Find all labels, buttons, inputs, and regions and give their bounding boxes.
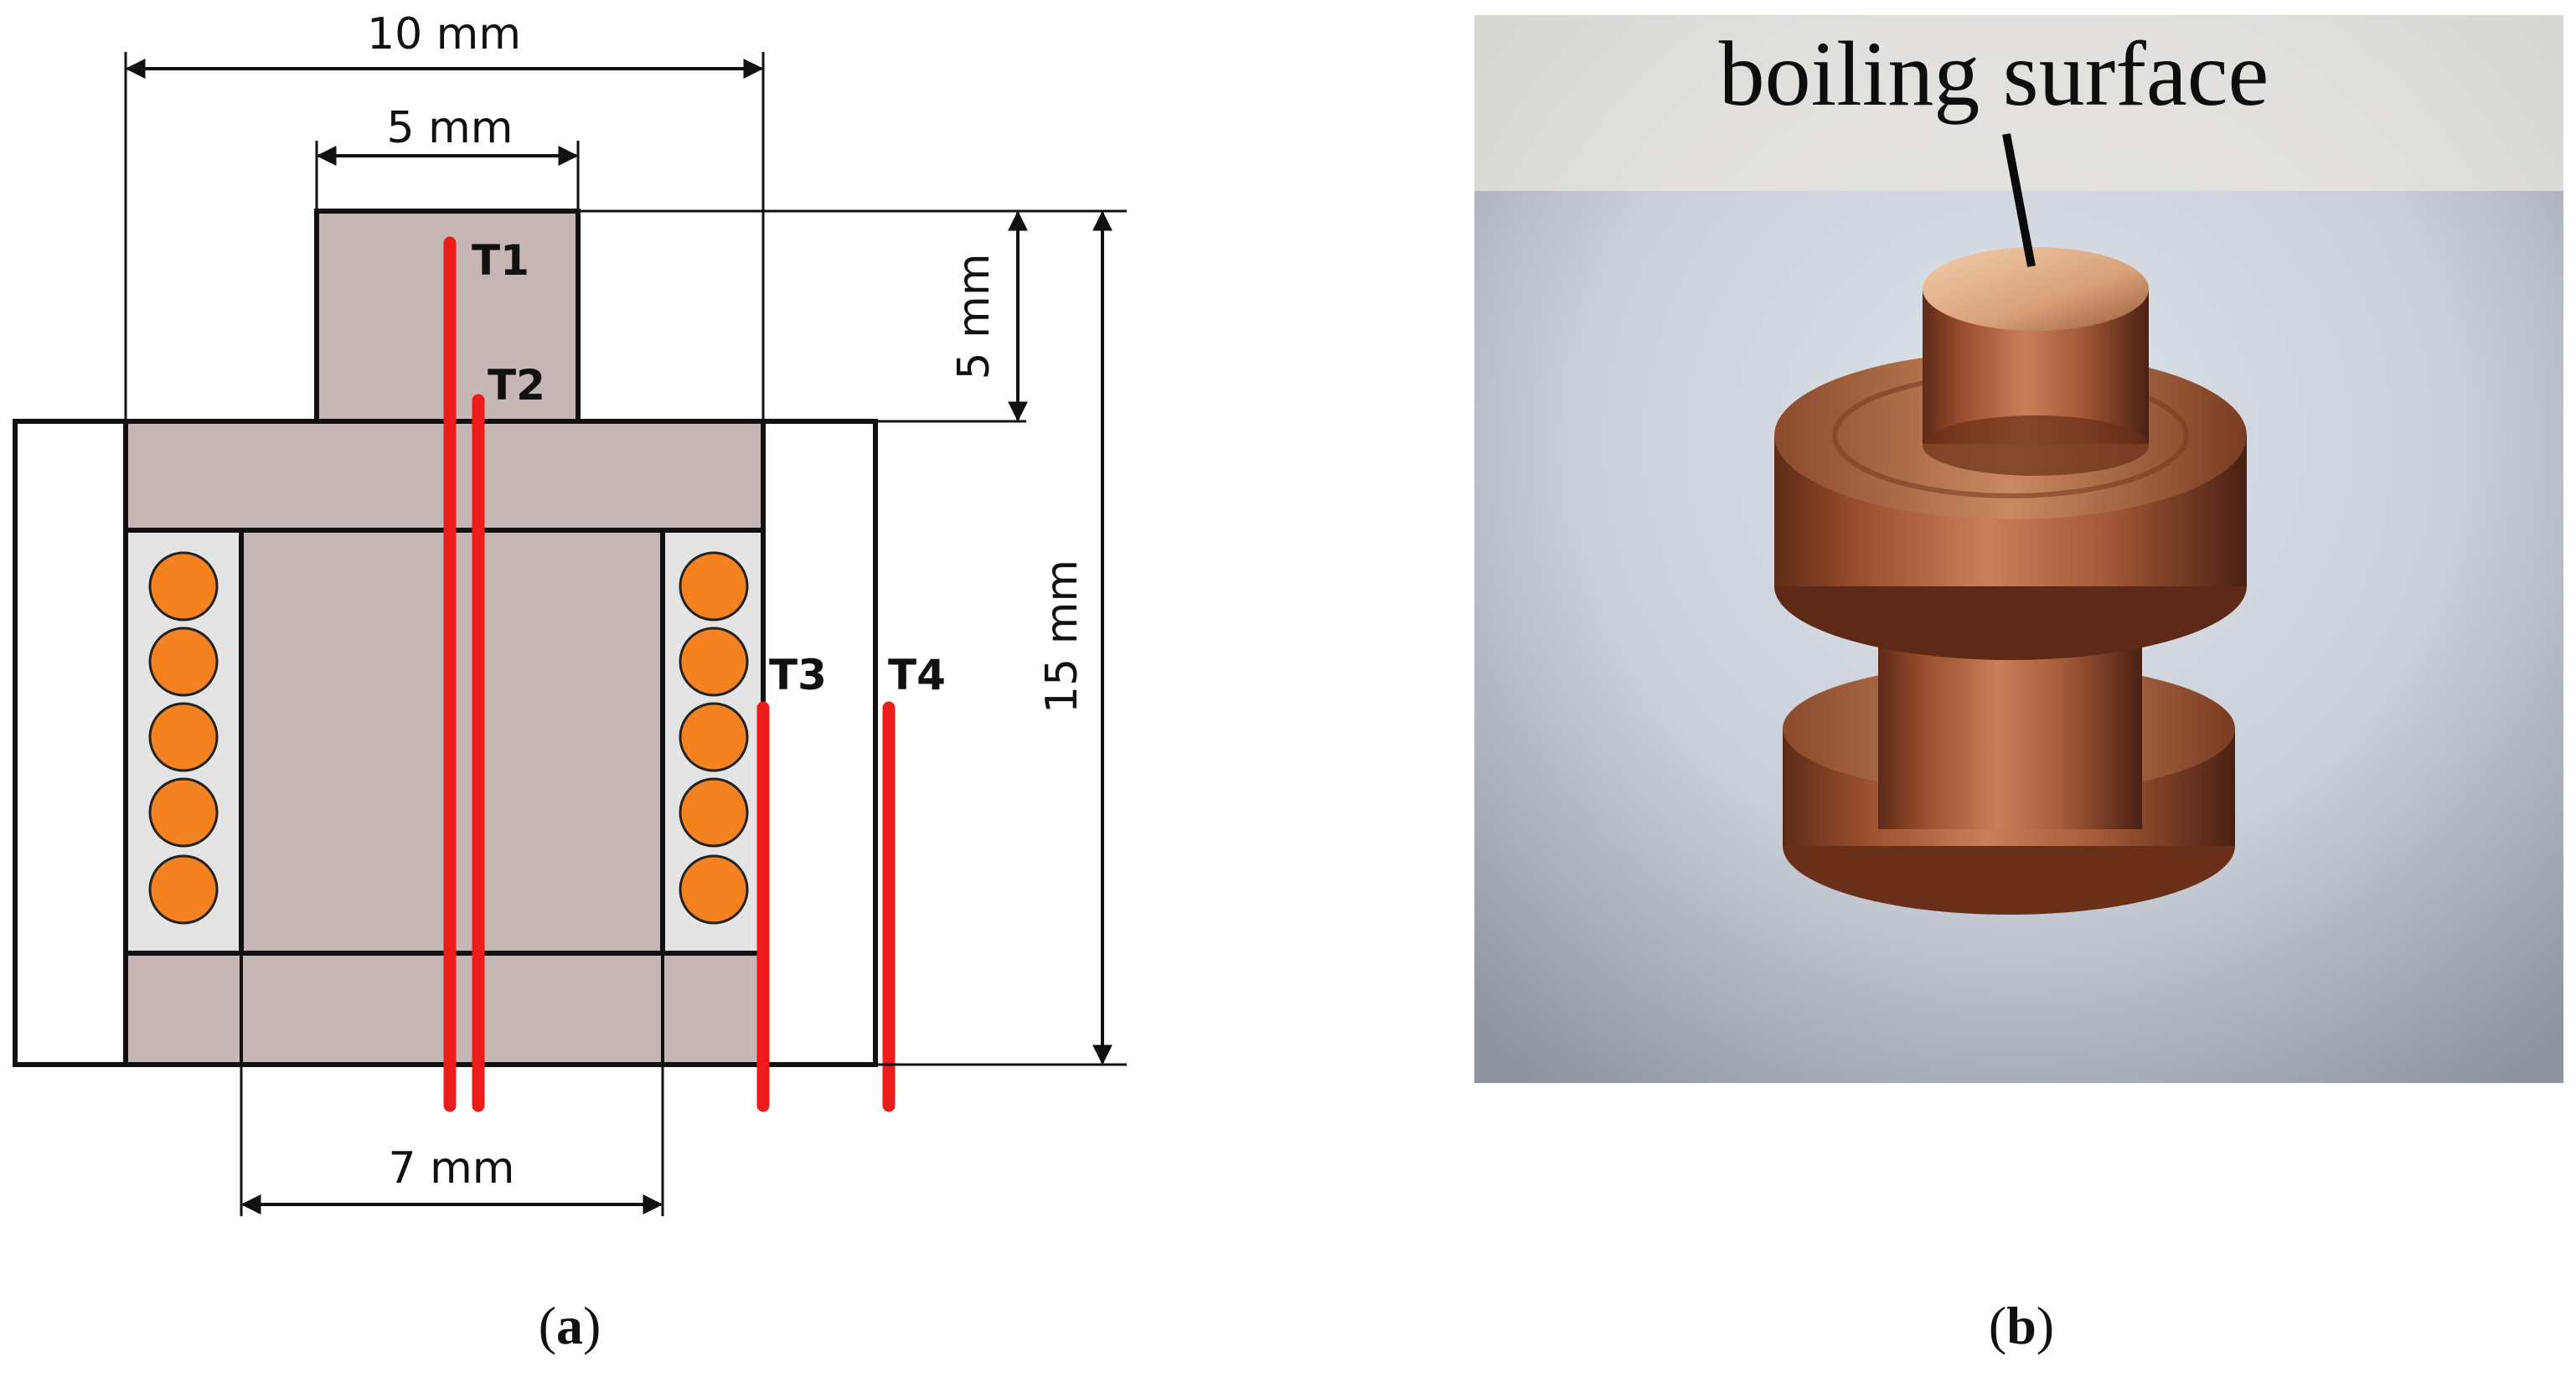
pillar-base-shadow [1923,415,2149,476]
heater-coil [679,854,749,925]
dimension-label-5mm-height: 5 mm [949,254,999,380]
thermocouple-t1-label: T1 [472,236,529,285]
dimension-label-7mm: 7 mm [389,1143,515,1194]
panel-b-photo: boiling surface (b) [1474,15,2563,1355]
heater-coil [148,551,219,621]
dimension-height-top: 5 mm [949,210,1028,422]
thermocouple-t2-label: T2 [488,361,545,410]
heater-coil [148,702,219,772]
heater-coil [679,777,749,848]
heater-coil [148,777,219,848]
caption-a: (a) [539,1296,601,1355]
heater-coil [679,702,749,772]
thermocouple-t4-label: T4 [888,651,946,699]
dimension-label-10mm: 10 mm [367,9,521,59]
dimension-width-outer: 10 mm [124,9,765,421]
heater-coil [679,551,749,621]
heater-coil [148,854,219,925]
photo-top-band [1474,15,2563,191]
thermocouple-t3-label: T3 [769,651,827,699]
heater-coil [148,627,219,697]
heater-coils-left [148,551,219,925]
boiling-surface-pointer [2002,133,2036,267]
dimension-height-total: 15 mm [1037,210,1112,1065]
boiling-surface-label: boiling surface [1719,23,2269,125]
caption-b: (b) [1989,1296,2054,1355]
heater-coil [679,627,749,697]
dimension-label-5mm-top: 5 mm [387,103,514,153]
heater-coils-right [679,551,749,925]
dimension-width-top: 5 mm [315,103,580,211]
copper-sample [1774,247,2247,915]
dimension-label-15mm: 15 mm [1037,560,1087,714]
boiling-surface [1923,247,2149,331]
panel-a-schematic: T1 T2 T3 T4 10 mm 5 mm 5 mm [13,9,1127,1355]
dimension-width-bottom: 7 mm [240,1065,664,1216]
